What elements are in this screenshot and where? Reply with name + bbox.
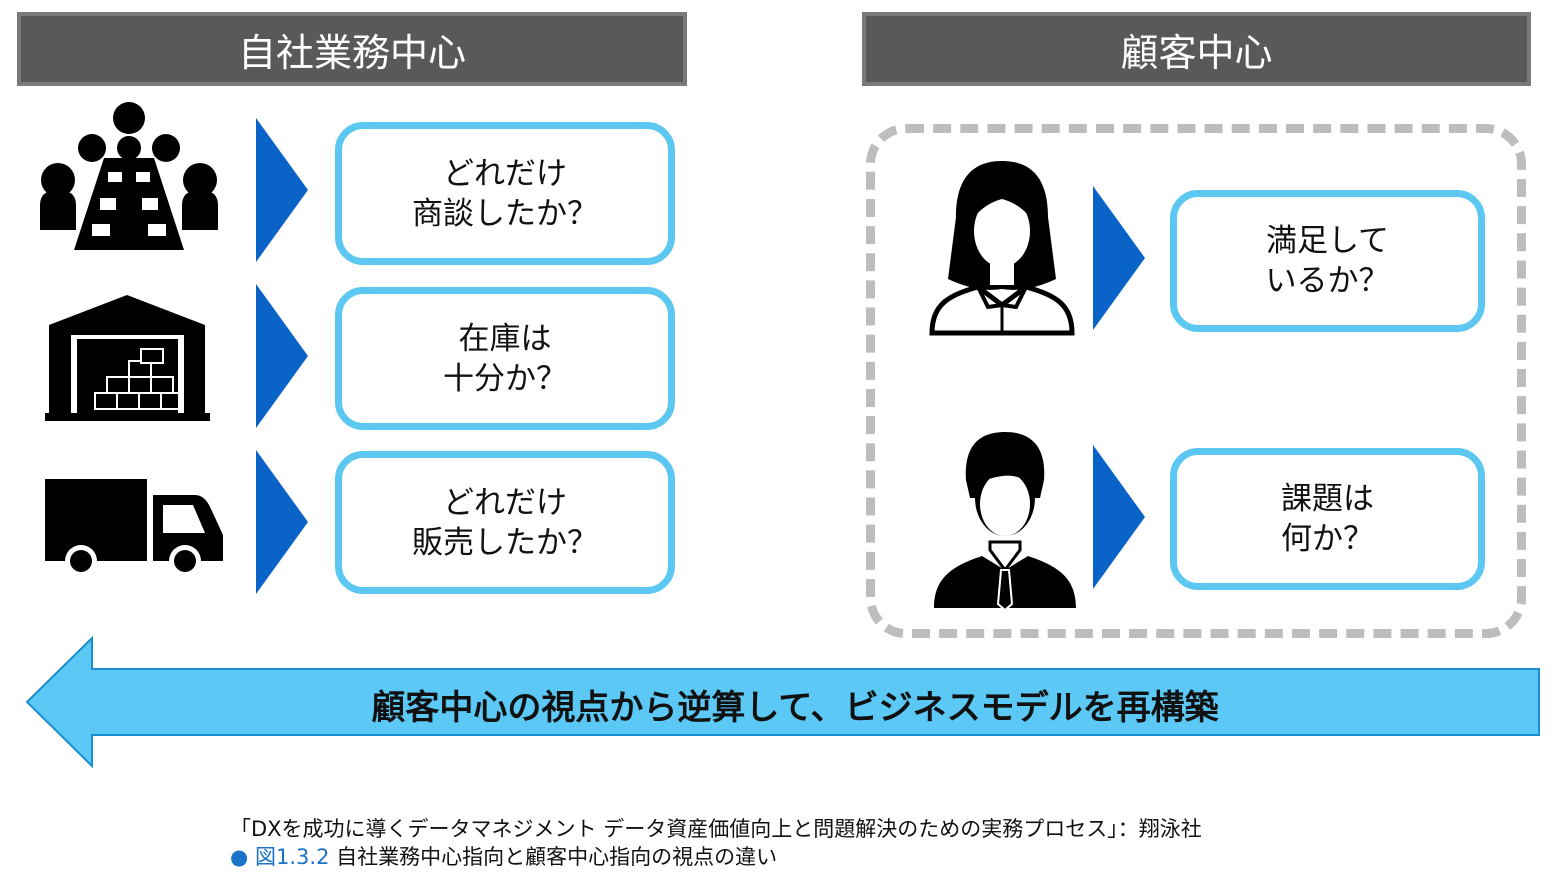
- question-line: 何か？: [1281, 521, 1374, 557]
- woman-icon: [929, 161, 1075, 336]
- right-triangle-icon: [1093, 445, 1145, 589]
- question-line: 十分か？: [443, 360, 567, 397]
- header-customer: 顧客中心: [862, 12, 1531, 86]
- question-line: 在庫は: [458, 320, 552, 357]
- right-triangle-icon: [256, 450, 308, 594]
- left-arrow-icon: [25, 635, 1540, 769]
- question-box: どれだけ 販売したか？: [335, 451, 675, 594]
- question-box: どれだけ 商談したか？: [335, 122, 675, 265]
- question-box: 課題は 何か？: [1170, 448, 1485, 590]
- bullet-icon: ●: [230, 845, 249, 869]
- question-line: どれだけ: [443, 155, 567, 192]
- right-triangle-icon: [256, 118, 308, 262]
- right-triangle-icon: [256, 284, 308, 428]
- right-triangle-icon: [1093, 186, 1145, 330]
- question-line: どれだけ: [443, 484, 567, 521]
- question-box: 満足して いるか？: [1170, 190, 1485, 332]
- figure-title: 自社業務中心指向と顧客中心指向の視点の違い: [336, 845, 778, 869]
- arrow-label: 顧客中心の視点から逆算して、ビジネスモデルを再構築: [371, 688, 1219, 728]
- meeting-icon: [40, 102, 218, 250]
- question-box: 在庫は 十分か？: [335, 287, 675, 430]
- question-line: 販売したか？: [412, 524, 598, 561]
- source-citation: 「DXを成功に導くデータマネジメント データ資産価値向上と問題解決のための実務プ…: [230, 817, 1202, 841]
- header-self-business: 自社業務中心: [17, 12, 687, 86]
- warehouse-icon: [45, 295, 210, 421]
- question-line: 満足して: [1265, 223, 1390, 259]
- customer-perspective-group: [866, 124, 1526, 638]
- truck-icon: [45, 479, 223, 577]
- question-line: 課題は: [1281, 481, 1374, 517]
- man-icon: [934, 432, 1076, 612]
- figure-title-line: ● 図1.3.2 自社業務中心指向と顧客中心指向の視点の違い: [230, 843, 1202, 871]
- question-line: いるか？: [1265, 263, 1390, 299]
- figure-number: 図1.3.2: [255, 845, 330, 869]
- figure-caption: 「DXを成功に導くデータマネジメント データ資産価値向上と問題解決のための実務プ…: [230, 815, 1202, 871]
- question-line: 商談したか？: [412, 195, 598, 232]
